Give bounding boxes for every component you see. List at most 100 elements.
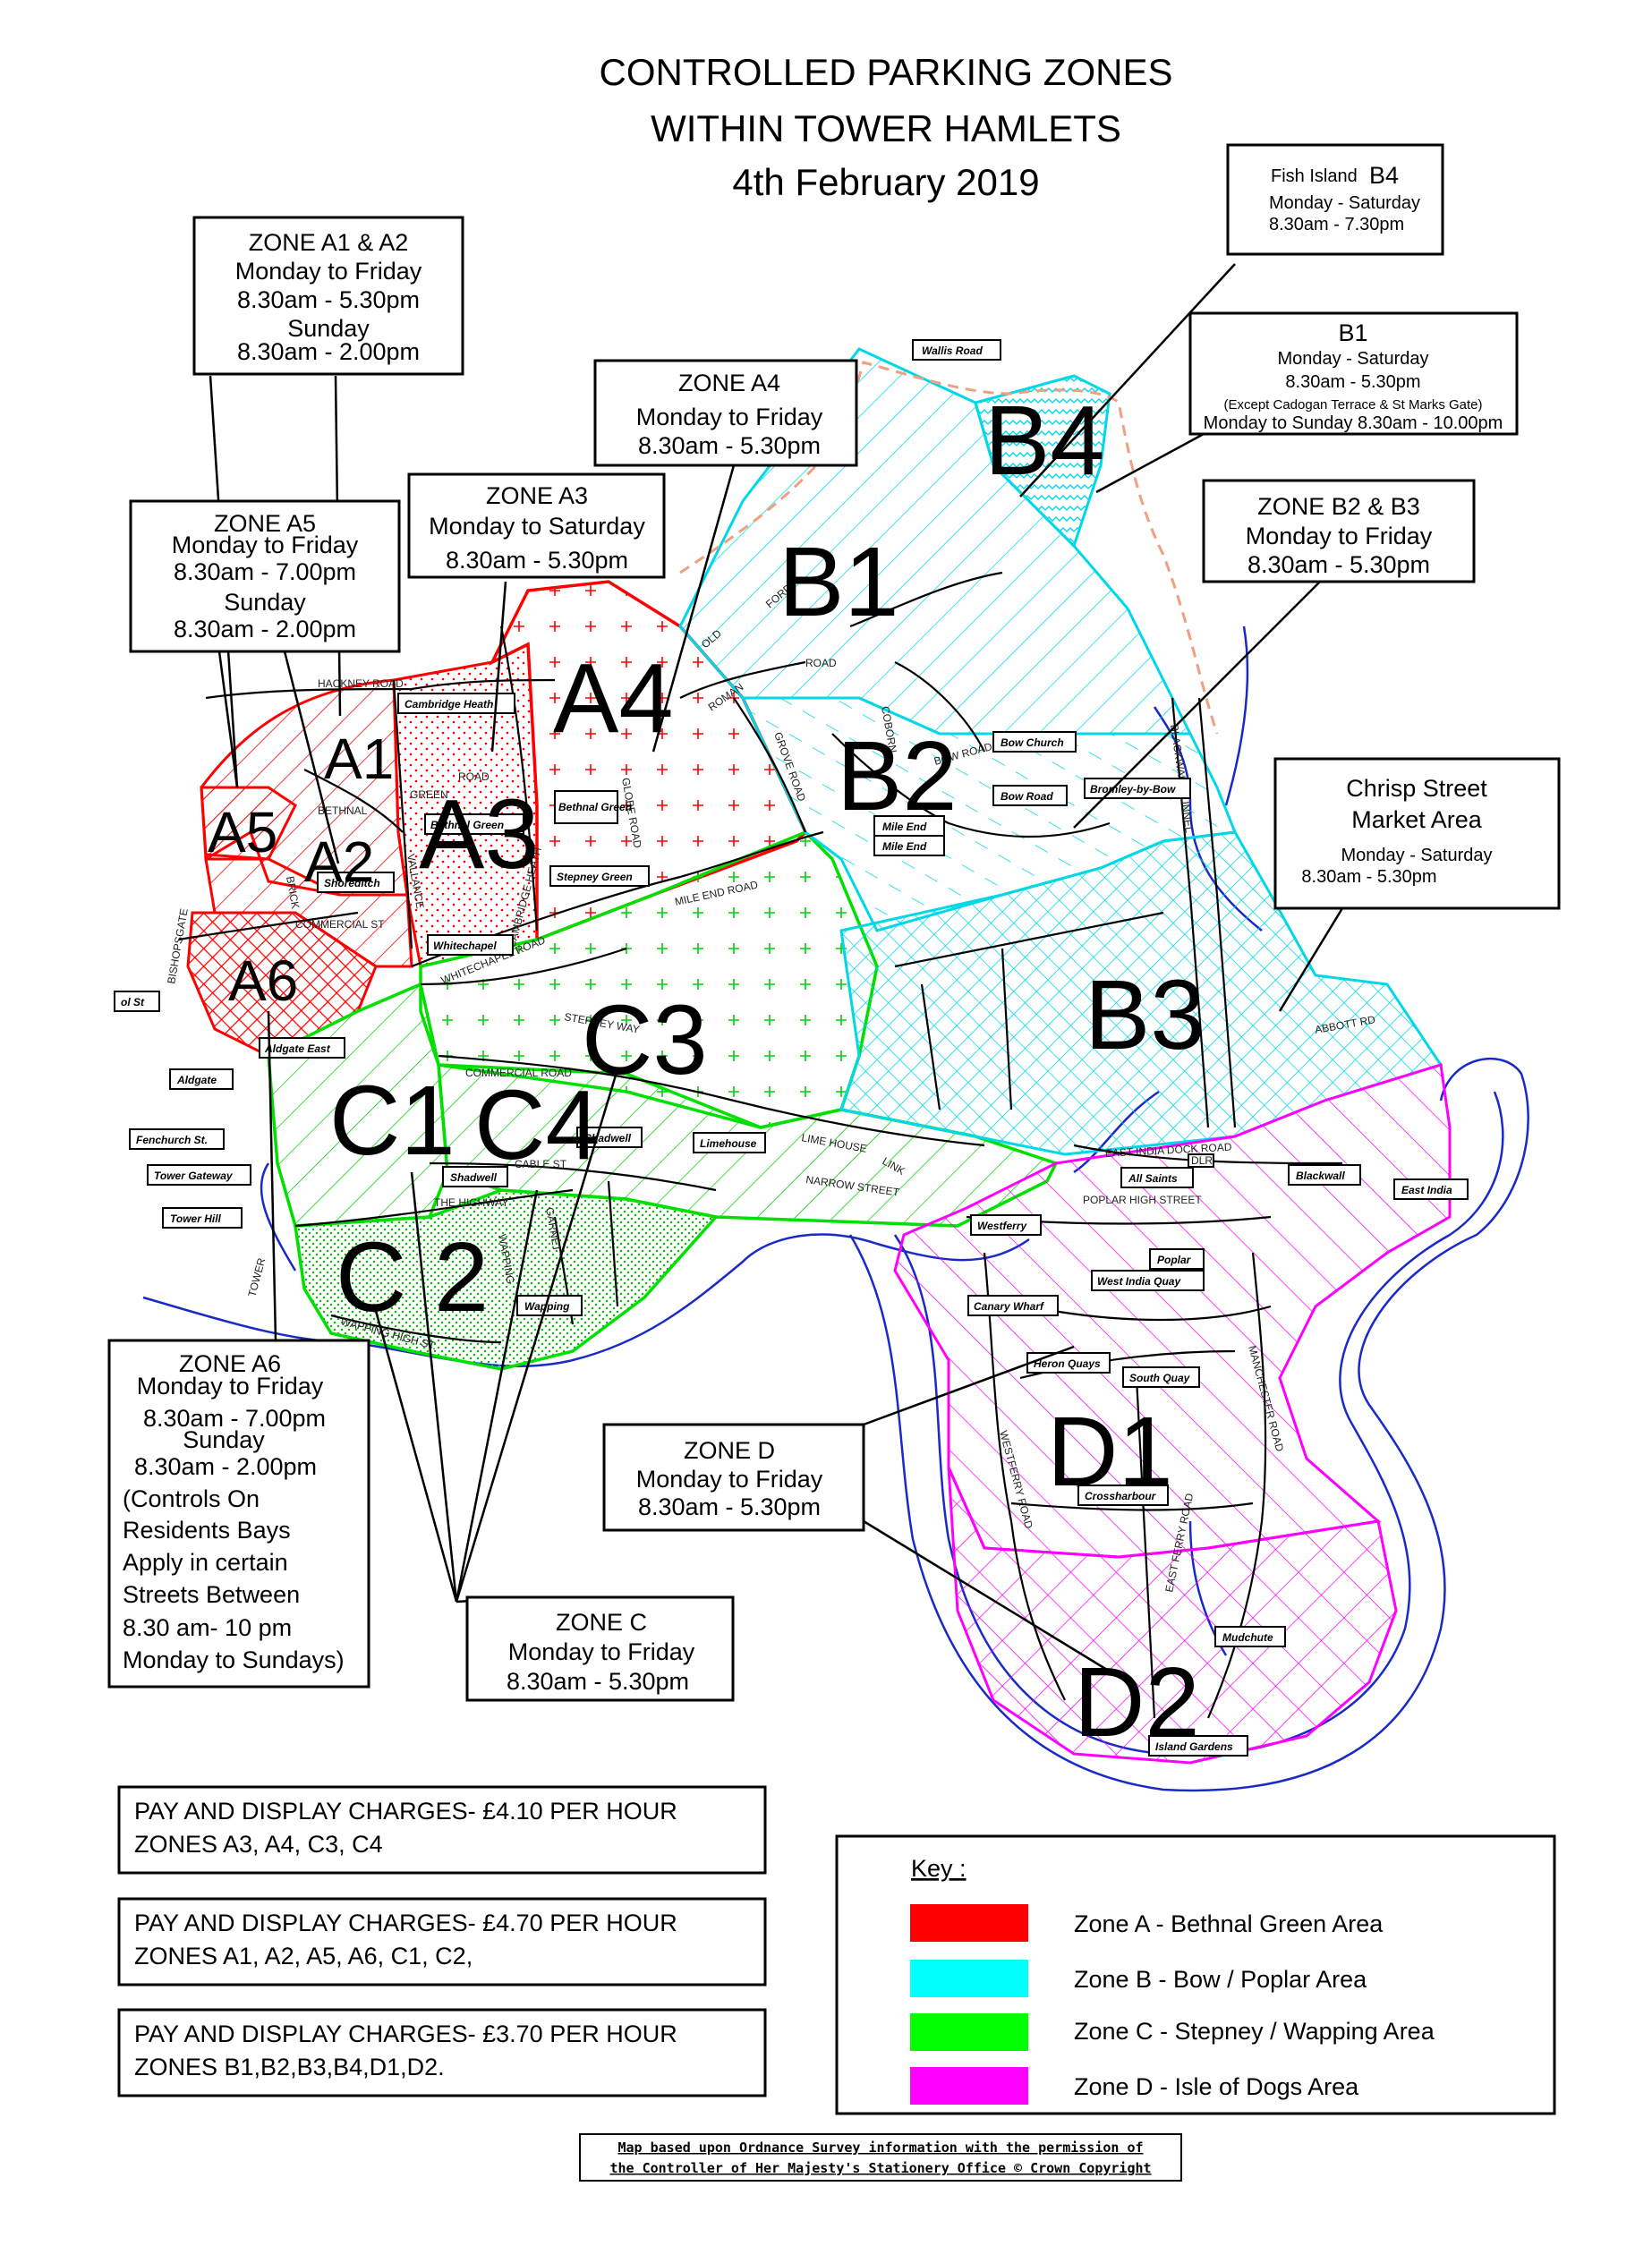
svg-text:ZONE A1 & A2: ZONE A1 & A2 <box>249 229 409 256</box>
station-wapping[interactable]: Wapping <box>516 1295 583 1316</box>
zone-label-c3: C3 <box>582 985 708 1095</box>
zone-label-a1: A1 <box>324 727 394 791</box>
station-mile-end-1[interactable]: Mile End <box>873 815 945 837</box>
svg-text:8.30am - 2.00pm: 8.30am - 2.00pm <box>174 616 356 642</box>
info-box-b4: Fish Island B4 Monday - Saturday 8.30am … <box>1226 143 1444 256</box>
station-mudchute[interactable]: Mudchute <box>1214 1626 1286 1647</box>
station-limehouse[interactable]: Limehouse <box>693 1132 766 1153</box>
station-tower-hill[interactable]: Tower Hill <box>162 1207 243 1229</box>
station-bow-church[interactable]: Bow Church <box>992 731 1077 753</box>
svg-text:8.30am - 5.30pm: 8.30am - 5.30pm <box>1285 372 1420 392</box>
svg-text:Chrisp Street: Chrisp Street <box>1346 775 1487 802</box>
commercial-road-label: COMMERCIAL ROAD <box>465 1067 572 1079</box>
svg-text:South Quay: South Quay <box>1129 1372 1191 1384</box>
info-box-a1-a2: ZONE A1 & A2 Monday to Friday 8.30am - 5… <box>192 216 464 376</box>
title-line-2: WITHIN TOWER HAMLETS <box>651 107 1121 149</box>
station-liverpool-st[interactable]: ol St <box>114 991 160 1012</box>
zone-label-b2: B2 <box>837 721 958 831</box>
svg-text:Heron Quays: Heron Quays <box>1034 1357 1101 1370</box>
station-crossharbour[interactable]: Crossharbour <box>1077 1485 1169 1506</box>
station-fenchurch-st[interactable]: Fenchurch St. <box>129 1128 225 1150</box>
charges-box-3: PAY AND DISPLAY CHARGES- £3.70 PER HOUR … <box>117 2008 767 2097</box>
road-label-2: ROAD <box>805 657 837 669</box>
svg-text:Monday - Saturday: Monday - Saturday <box>1341 846 1493 865</box>
svg-text:Map based upon Ordnance Survey: Map based upon Ordnance Survey informati… <box>618 2140 1144 2156</box>
station-wallis-road[interactable]: Wallis Road <box>912 339 1001 361</box>
svg-text:Market Area: Market Area <box>1351 806 1483 833</box>
zone-label-d2: D2 <box>1074 1647 1200 1757</box>
svg-text:Fenchurch St.: Fenchurch St. <box>136 1134 208 1146</box>
key-item-zone-c: Zone C - Stepney / Wapping Area <box>910 2013 1435 2051</box>
station-mile-end-2[interactable]: Mile End <box>873 835 945 856</box>
svg-text:ZONE A5: ZONE A5 <box>214 510 316 537</box>
map-title: CONTROLLED PARKING ZONES WITHIN TOWER HA… <box>600 51 1173 203</box>
info-box-a5: ZONE A5 Monday to Friday 8.30am - 7.00pm… <box>129 499 401 653</box>
svg-text:8.30am - 5.30pm: 8.30am - 5.30pm <box>237 286 420 313</box>
svg-text:Wapping: Wapping <box>524 1300 570 1313</box>
road-label-1: ROAD <box>458 770 490 783</box>
station-aldgate[interactable]: Aldgate <box>169 1068 234 1090</box>
hackney-road-label: HACKNEY ROAD <box>318 677 404 690</box>
svg-text:Bromley-by-Bow: Bromley-by-Bow <box>1090 783 1176 795</box>
svg-text:ZONE C: ZONE C <box>556 1609 647 1636</box>
station-bow-road[interactable]: Bow Road <box>992 785 1068 806</box>
station-shadwell-1[interactable]: Shadwell <box>442 1166 508 1187</box>
station-bethnal-green-rail[interactable]: Bethnal Green <box>554 790 632 824</box>
station-shadwell-2[interactable]: Shadwell <box>576 1127 643 1148</box>
svg-text:Mile End: Mile End <box>882 840 927 853</box>
svg-text:Monday to Sundays): Monday to Sundays) <box>123 1646 345 1673</box>
svg-text:Westferry: Westferry <box>977 1220 1027 1232</box>
svg-text:Canary Wharf: Canary Wharf <box>974 1300 1044 1313</box>
svg-text:Apply in certain: Apply in certain <box>123 1549 288 1576</box>
svg-text:Zone D - Isle of Dogs Area: Zone D - Isle of Dogs Area <box>1074 2073 1359 2100</box>
svg-text:Shadwell: Shadwell <box>450 1171 498 1184</box>
charges-box-1: PAY AND DISPLAY CHARGES- £4.10 PER HOUR … <box>117 1785 767 1875</box>
svg-text:ol St: ol St <box>121 996 145 1008</box>
zone-a-area <box>186 580 808 1058</box>
station-west-india-quay[interactable]: West India Quay <box>1091 1270 1205 1291</box>
svg-text:8.30am - 5.30pm: 8.30am - 5.30pm <box>446 547 628 574</box>
svg-text:Tower Gateway: Tower Gateway <box>154 1170 234 1182</box>
station-bethnal-green-tube[interactable]: Bethnal Green <box>424 813 524 835</box>
svg-text:Monday to Friday: Monday to Friday <box>1246 523 1433 549</box>
station-island-gardens[interactable]: Island Gardens <box>1148 1735 1248 1757</box>
svg-text:Island Gardens: Island Gardens <box>1155 1740 1233 1753</box>
svg-text:Cambridge Heath: Cambridge Heath <box>404 698 493 710</box>
svg-text:PAY AND DISPLAY CHARGES- £4.10: PAY AND DISPLAY CHARGES- £4.10 PER HOUR <box>134 1798 677 1825</box>
key-swatch-zone-a <box>910 1904 1028 1942</box>
svg-text:PAY AND DISPLAY CHARGES- £4.70: PAY AND DISPLAY CHARGES- £4.70 PER HOUR <box>134 1910 677 1936</box>
bishopsgate-label: BISHOPSGATE <box>165 907 191 984</box>
station-bromley-by-bow[interactable]: Bromley-by-Bow <box>1084 778 1191 799</box>
svg-text:Mile End: Mile End <box>882 821 927 833</box>
svg-text:All Saints: All Saints <box>1128 1172 1178 1185</box>
station-shoreditch[interactable]: Shoreditch <box>317 872 395 893</box>
svg-text:Zone B - Bow / Poplar Area: Zone B - Bow / Poplar Area <box>1074 1966 1367 1993</box>
zone-c-area <box>267 829 1059 1371</box>
zone-d-upper <box>893 1063 1452 1559</box>
svg-text:8.30am - 2.00pm: 8.30am - 2.00pm <box>237 338 420 365</box>
svg-text:Streets Between: Streets Between <box>123 1581 300 1608</box>
svg-text:Zone A - Bethnal Green Area: Zone A - Bethnal Green Area <box>1074 1910 1384 1937</box>
zone-label-a6: A6 <box>228 949 298 1013</box>
station-tower-gateway[interactable]: Tower Gateway <box>147 1164 251 1186</box>
green-label: GREEN <box>410 788 448 801</box>
station-heron-quays[interactable]: Heron Quays <box>1026 1352 1111 1374</box>
station-stepney-green[interactable]: Stepney Green <box>549 865 650 887</box>
svg-text:Monday - Saturday: Monday - Saturday <box>1278 349 1429 369</box>
key-item-zone-b: Zone B - Bow / Poplar Area <box>910 1960 1367 1997</box>
station-whitechapel[interactable]: Whitechapel <box>427 934 514 956</box>
station-all-saints[interactable]: All Saints <box>1120 1167 1194 1188</box>
svg-text:ZONES B1,B2,B3,B4,D1,D2.: ZONES B1,B2,B3,B4,D1,D2. <box>134 2054 445 2080</box>
station-aldgate-east[interactable]: Aldgate East <box>259 1037 345 1059</box>
svg-text:ZONE B2 & B3: ZONE B2 & B3 <box>1257 493 1420 520</box>
copyright-notice: Map based upon Ordnance Survey informati… <box>579 2133 1182 2182</box>
station-blackwall[interactable]: Blackwall <box>1288 1164 1361 1186</box>
station-westferry[interactable]: Westferry <box>970 1214 1042 1236</box>
station-cambridge-heath[interactable]: Cambridge Heath <box>397 693 515 714</box>
station-canary-wharf[interactable]: Canary Wharf <box>967 1295 1059 1316</box>
station-south-quay[interactable]: South Quay <box>1122 1366 1200 1388</box>
tower-label: TOWER <box>245 1256 268 1298</box>
svg-text:ZONES A1, A2, A5, A6, C1, C2,: ZONES A1, A2, A5, A6, C1, C2, <box>134 1943 473 1970</box>
station-east-india[interactable]: East India <box>1393 1178 1469 1200</box>
station-poplar[interactable]: Poplar <box>1149 1248 1205 1270</box>
